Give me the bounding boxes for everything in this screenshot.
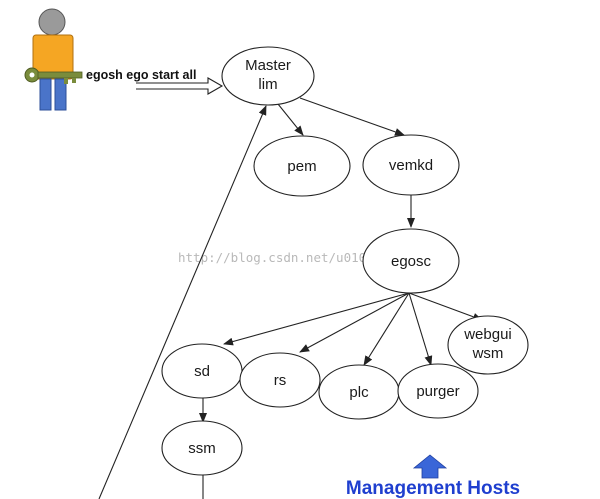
edge-bottom-to-master [98,105,267,499]
node-egosc-label: egosc [391,253,432,270]
edges [98,97,483,499]
node-ssm: ssm [161,420,243,476]
node-purger: purger [397,363,479,419]
node-master-line1: Master [245,57,291,74]
blue-up-arrow-icon [412,454,448,479]
node-egosc: egosc [362,228,460,294]
node-sd-label: sd [194,363,210,380]
edge-egosc-plc [363,292,410,366]
node-sd: sd [161,343,243,399]
command-label: egosh ego start all [86,68,196,82]
node-ssm-label: ssm [188,440,216,457]
node-webgui-line1: webgui [463,326,512,343]
node-purger-label: purger [416,383,459,400]
edge-egosc-sd [223,292,410,346]
person-with-key-icon [24,8,83,111]
node-vemkd-label: vemkd [389,157,433,174]
edge-egosc-rs [299,292,410,353]
edge-master-vemkd [299,97,405,136]
node-plc-label: plc [349,384,369,401]
hollow-right-arrow-icon [136,77,224,95]
edge-egosc-webgui [408,292,483,321]
edge-master-pem [277,103,304,136]
node-plc: plc [318,364,400,420]
node-pem-label: pem [287,158,316,175]
node-master-line2: lim [258,76,277,93]
edge-egosc-purger [408,292,433,366]
node-vemkd: vemkd [362,134,460,196]
node-pem: pem [253,135,351,197]
node-webgui: webgui wsm [447,315,529,375]
node-master: Master lim [221,46,315,106]
watermark-text: http://blog.csdn.net/u010 [178,250,366,265]
node-rs: rs [239,352,321,408]
management-hosts-label: Management Hosts [346,478,520,499]
node-rs-label: rs [274,372,287,389]
node-webgui-line2: wsm [472,345,504,362]
